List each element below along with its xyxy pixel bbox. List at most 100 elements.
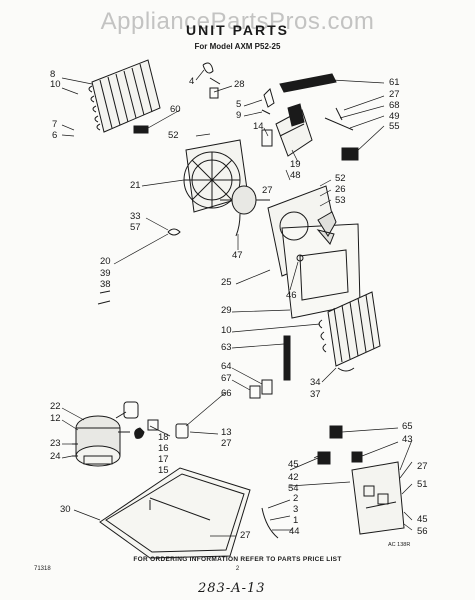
callout-64: 64 [221, 361, 232, 372]
seal-strip-part [283, 335, 291, 381]
callout-13: 13 [221, 427, 232, 438]
callout-27-b: 27 [262, 185, 273, 196]
callout-29: 29 [221, 305, 232, 316]
callout-33: 33 [130, 211, 141, 222]
callout-21: 21 [130, 180, 141, 191]
callout-16: 16 [158, 443, 169, 454]
callout-3: 3 [293, 504, 299, 515]
callout-43: 43 [402, 434, 413, 445]
fan-motor [220, 185, 270, 237]
screw-46 [296, 254, 304, 262]
callout-8: 8 [50, 69, 56, 80]
callout-46: 46 [286, 290, 297, 301]
handwritten-note: 283-A-13 [198, 581, 266, 596]
callout-45-b: 45 [417, 514, 428, 525]
document-code: 71318 [34, 566, 51, 572]
clip-bracket-part [209, 87, 219, 99]
callout-7: 7 [52, 119, 58, 130]
callout-28: 28 [234, 79, 245, 90]
mount-clip-part [167, 228, 181, 236]
callout-17: 17 [158, 454, 169, 465]
callout-24: 24 [50, 451, 61, 462]
callout-6: 6 [52, 130, 58, 141]
callout-68: 68 [389, 100, 400, 111]
callout-27-d: 27 [417, 461, 428, 472]
leader-lines [61, 69, 413, 537]
callout-54: 54 [288, 483, 299, 494]
page-number: 2 [235, 566, 240, 572]
callout-45-a: 45 [288, 459, 299, 470]
callout-9: 9 [236, 110, 242, 121]
callout-53: 53 [335, 195, 346, 206]
switch-parts [317, 425, 363, 465]
callout-20: 20 [100, 256, 111, 267]
diagram-subtitle: For Model AXM P52-25 [194, 42, 281, 51]
callout-56: 56 [417, 526, 428, 537]
watermark: AppliancePartsPros.com [100, 8, 375, 35]
callout-4: 4 [189, 76, 195, 87]
evaporator-coil [318, 291, 381, 367]
callout-37: 37 [310, 389, 321, 400]
callout-47: 47 [232, 250, 243, 261]
art-code: AC 138R [388, 542, 411, 548]
callout-25: 25 [221, 277, 232, 288]
spring-clip-part [202, 62, 221, 85]
callout-52-a: 52 [168, 130, 179, 141]
diagram-title: UNIT PARTS [186, 22, 289, 38]
callout-48: 48 [290, 170, 301, 181]
callout-52-b: 52 [335, 173, 346, 184]
callout-19: 19 [290, 159, 301, 170]
control-box [351, 461, 405, 535]
callout-26: 26 [335, 184, 346, 195]
screw-part [335, 107, 343, 121]
callout-66: 66 [221, 388, 232, 399]
damper-door-part [261, 129, 273, 147]
vent-grille-part [279, 73, 337, 93]
callout-39: 39 [100, 268, 111, 279]
callout-63: 63 [221, 342, 232, 353]
bracket-part-5 [261, 88, 275, 115]
callout-5: 5 [236, 99, 242, 110]
callout-10-mid: 10 [221, 325, 232, 336]
damper-assembly [275, 103, 313, 157]
callout-34: 34 [310, 377, 321, 388]
ordering-info-note: FOR ORDERING INFORMATION REFER TO PARTS … [133, 556, 342, 563]
callout-23: 23 [50, 438, 61, 449]
callout-44: 44 [289, 526, 300, 537]
callout-1: 1 [293, 515, 299, 526]
callout-49: 49 [389, 111, 400, 122]
callout-12: 12 [50, 413, 61, 424]
callout-55: 55 [389, 121, 400, 132]
callout-30: 30 [60, 504, 71, 515]
callout-42: 42 [288, 472, 299, 483]
rod-part [324, 117, 354, 131]
callout-60: 60 [170, 104, 181, 115]
screws-left [97, 290, 111, 305]
partition-panel [267, 185, 361, 319]
callout-27-a: 27 [389, 89, 400, 100]
gasket-part-67 [249, 385, 261, 399]
foam-pad-part [133, 125, 149, 134]
callout-15: 15 [158, 465, 169, 476]
callout-38: 38 [100, 279, 111, 290]
compressor [75, 411, 130, 467]
callout-18: 18 [158, 432, 169, 443]
blower-housing [183, 139, 249, 213]
callout-61: 61 [389, 77, 400, 88]
callout-22: 22 [50, 401, 61, 412]
gasket-part-64 [261, 379, 273, 395]
callout-10-top: 10 [50, 79, 61, 90]
callout-27-e: 27 [240, 530, 251, 541]
power-cord-part [261, 507, 279, 539]
capacitor-part [341, 147, 359, 161]
base-pan [99, 467, 251, 559]
terminal-cover-parts [123, 401, 189, 439]
drain-tube-part [337, 367, 355, 372]
callout-51: 51 [417, 479, 428, 490]
callout-67: 67 [221, 373, 232, 384]
callout-14: 14 [253, 121, 264, 132]
grommets-part [72, 443, 78, 457]
callout-65: 65 [402, 421, 413, 432]
